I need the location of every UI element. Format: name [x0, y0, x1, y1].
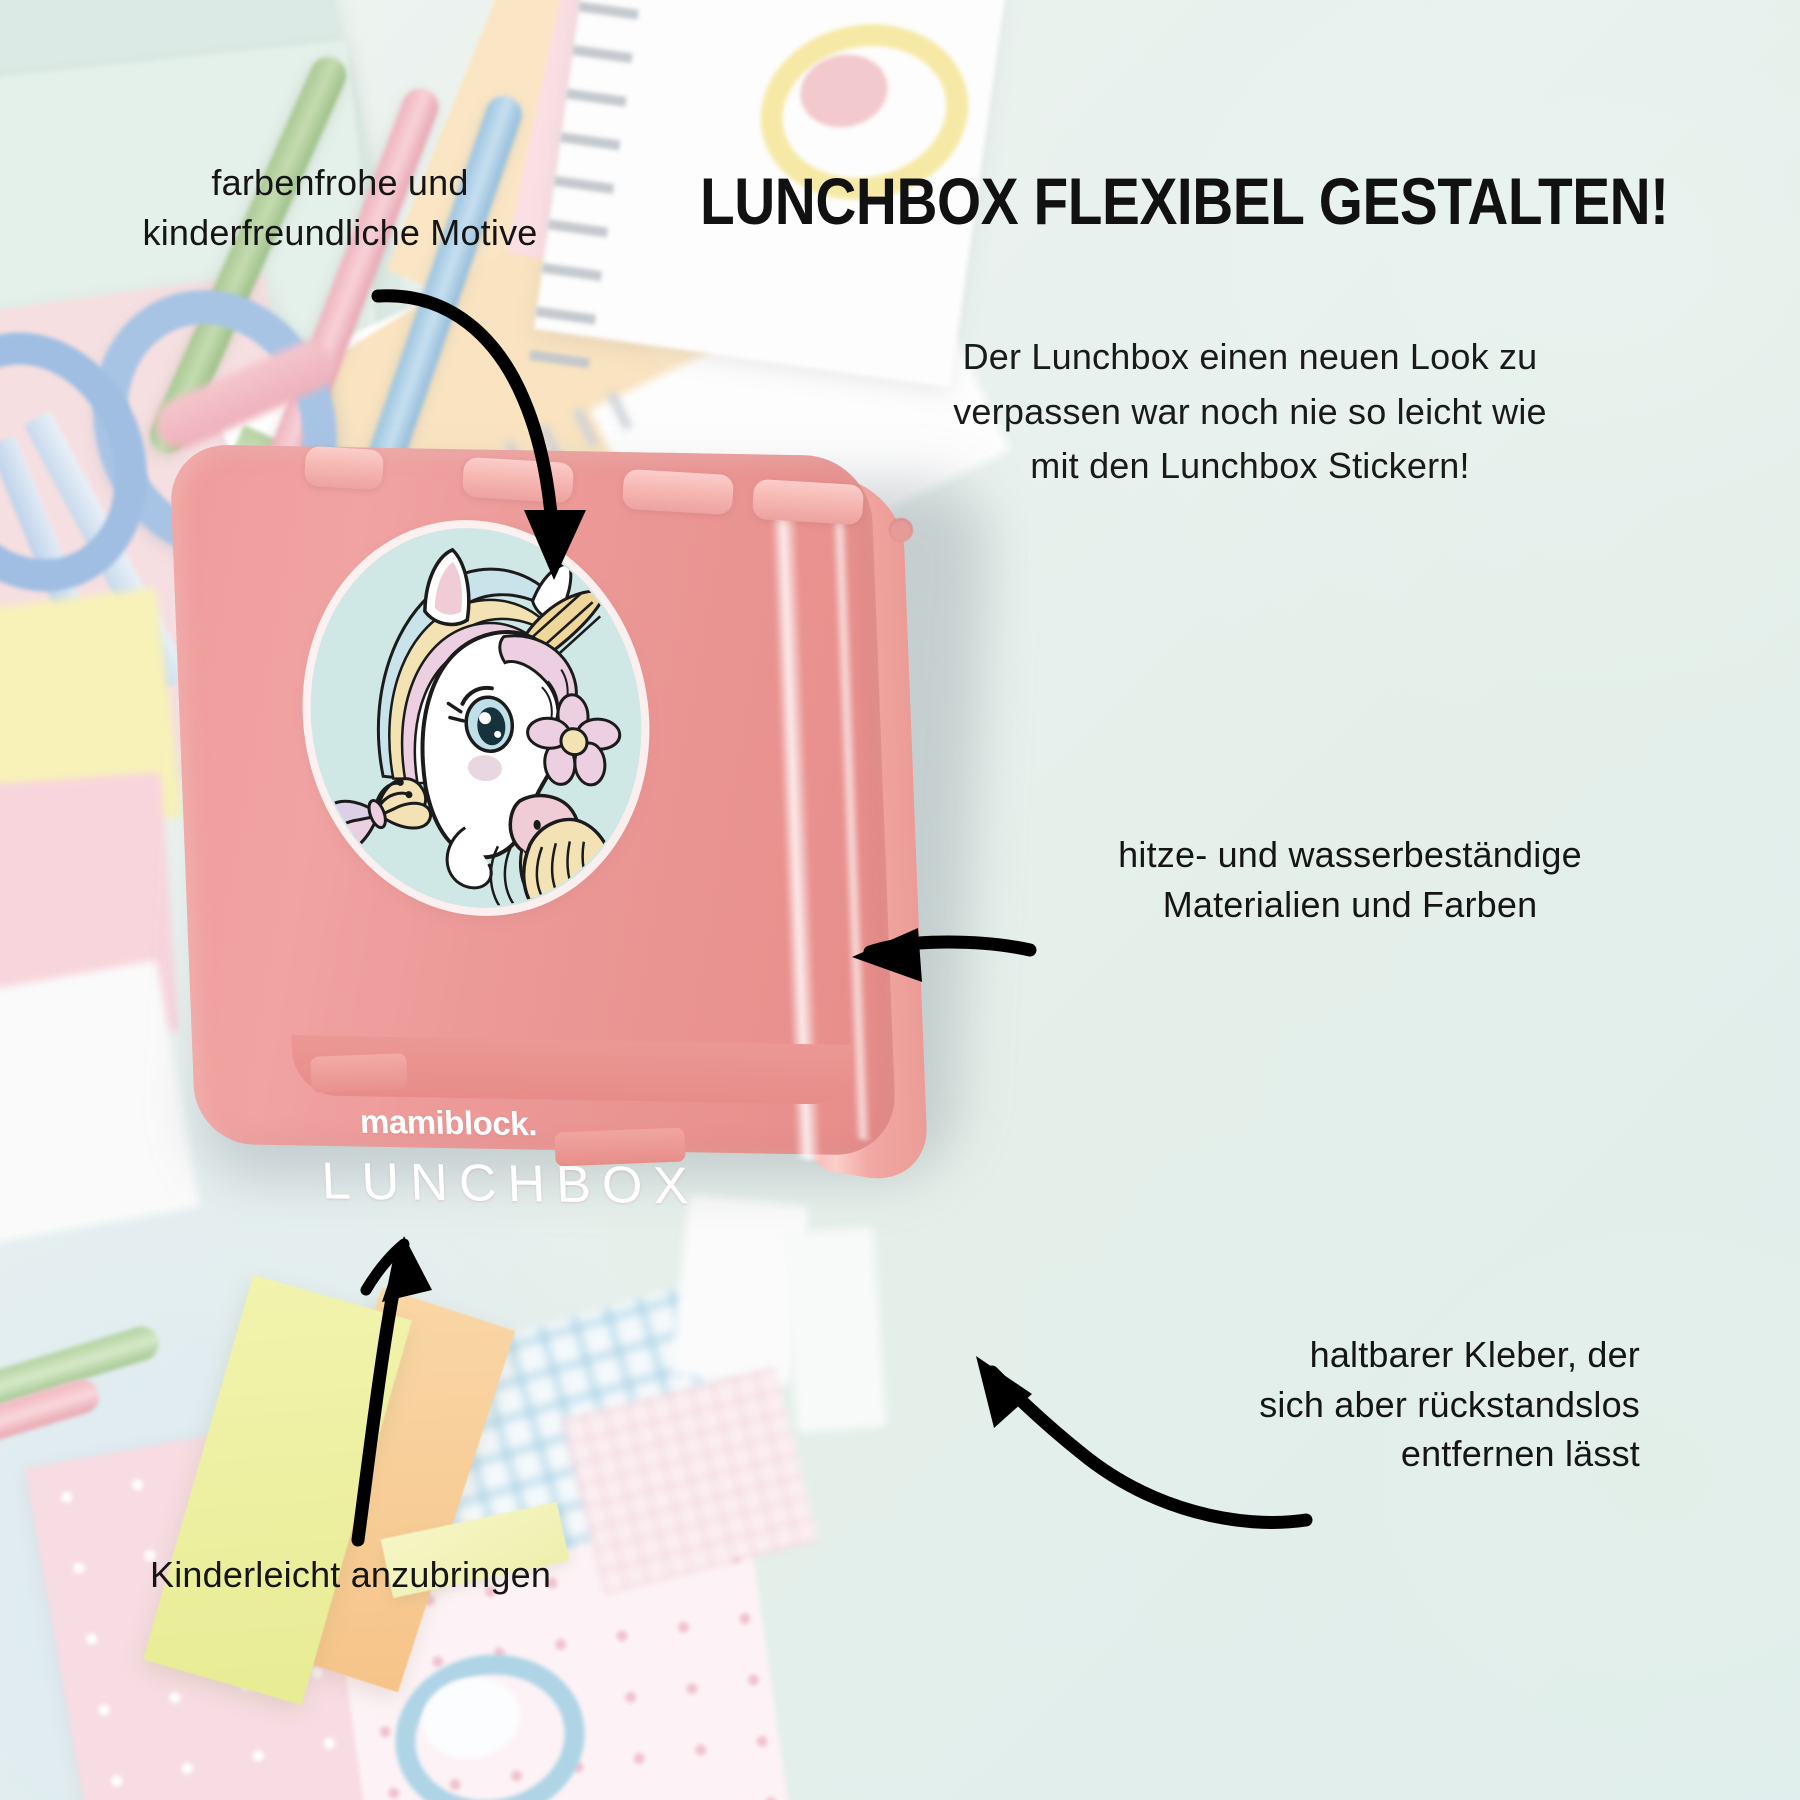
- lunchbox-product: [169, 440, 992, 1200]
- callout-adhesive: haltbarer Kleber, der sich aber rückstan…: [1250, 1330, 1640, 1479]
- callout-easy-apply-line-1: Kinderleicht anzubringen: [150, 1554, 552, 1595]
- intro-line-3: mit den Lunchbox Stickern!: [1030, 445, 1470, 487]
- unicorn-sticker: [303, 525, 649, 911]
- callout-adhesive-line-2: sich aber rückstandslos: [1259, 1383, 1640, 1425]
- callout-easy-apply: Kinderleicht anzubringen: [150, 1550, 650, 1600]
- callout-materials-line-1: hitze- und wasserbeständige: [1118, 834, 1582, 875]
- lunchbox-hinge-pin: [889, 518, 913, 542]
- intro-line-2: verpassen war noch nie so leicht wie: [953, 390, 1547, 432]
- callout-adhesive-line-3: entfernen lässt: [1400, 1433, 1640, 1475]
- paper-cutout-white-2: [783, 1227, 887, 1433]
- callout-motive: farbenfrohe und kinderfreundliche Motive: [100, 158, 580, 257]
- intro-line-1: Der Lunchbox einen neuen Look zu: [962, 336, 1538, 377]
- page-title: LUNCHBOX FLEXIBEL GESTALTEN!: [700, 164, 1669, 238]
- callout-materials-line-2: Materialien und Farben: [1162, 883, 1538, 925]
- lunchbox-hinge-1: [303, 445, 385, 491]
- brand-name: mamiblock.: [359, 1102, 538, 1143]
- lunchbox-hinge-2: [461, 456, 575, 504]
- unicorn-illustration: [322, 547, 622, 909]
- callout-motive-line-1: farbenfrohe und: [211, 162, 469, 203]
- lunchbox-hinge-4: [751, 478, 865, 526]
- callout-materials: hitze- und wasserbeständige Materialien …: [1090, 830, 1610, 929]
- callout-motive-line-2: kinderfreundliche Motive: [142, 211, 538, 253]
- lunchbox-clip-left: [310, 1053, 408, 1093]
- product-name: LUNCHBOX: [320, 1152, 701, 1216]
- callout-adhesive-line-1: haltbarer Kleber, der: [1309, 1334, 1640, 1375]
- lunchbox-hinge-3: [621, 468, 735, 516]
- intro-paragraph: Der Lunchbox einen neuen Look zu verpass…: [900, 330, 1600, 494]
